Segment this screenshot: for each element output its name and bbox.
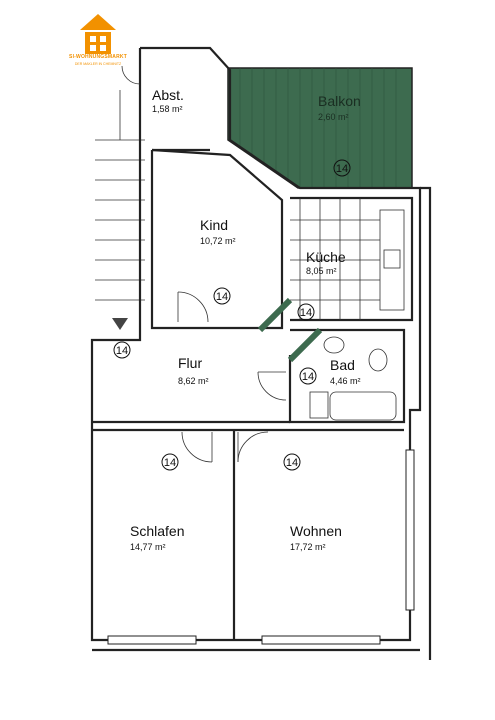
svg-text:14: 14	[336, 163, 348, 175]
svg-text:Balkon: Balkon	[318, 93, 361, 109]
room-schlafen: Schlafen 14,77 m²	[130, 523, 184, 552]
svg-text:4,46 m²: 4,46 m²	[330, 376, 361, 386]
svg-text:Küche: Küche	[306, 249, 346, 265]
room-wohnen: Wohnen 17,72 m²	[290, 523, 342, 552]
room-kind: Kind 10,72 m²	[200, 217, 236, 246]
outer-wall	[90, 46, 422, 642]
ceiling-marker-wohnen: 14	[283, 453, 301, 471]
svg-text:14: 14	[302, 371, 314, 383]
logo-brand-text: SI-WOHNUNGSMARKT	[69, 54, 127, 60]
room-balkon: Balkon 2,60 m²	[318, 93, 361, 122]
bathroom-fixtures	[309, 336, 397, 421]
svg-text:Schlafen: Schlafen	[130, 523, 184, 539]
svg-text:14: 14	[300, 307, 312, 319]
svg-text:Bad: Bad	[330, 357, 355, 373]
ceiling-marker-flur: 14	[113, 341, 131, 359]
room-abst: Abst. 1,58 m²	[152, 87, 184, 114]
svg-text:8,62 m²: 8,62 m²	[178, 376, 209, 386]
room-kueche: Küche 8,05 m²	[306, 249, 346, 276]
ceiling-marker-kind: 14	[213, 287, 231, 305]
kueche-wall	[290, 196, 414, 322]
svg-text:17,72 m²: 17,72 m²	[290, 542, 326, 552]
svg-text:Wohnen: Wohnen	[290, 523, 342, 539]
stairwell	[95, 90, 145, 301]
svg-text:Abst.: Abst.	[152, 87, 184, 103]
house-logo-icon	[80, 14, 116, 54]
kind-wall	[150, 148, 284, 330]
svg-text:14: 14	[164, 457, 176, 469]
company-logo: SI-WOHNUNGSMARKT DER MAKLER IN CHEMNITZ	[66, 12, 130, 68]
ceiling-marker-balkon: 14	[333, 159, 351, 177]
svg-text:2,60 m²: 2,60 m²	[318, 112, 349, 122]
ceiling-marker-bad: 14	[299, 367, 317, 385]
entry-arrow-icon	[112, 318, 128, 330]
kitchen-tiles	[290, 198, 405, 320]
doors	[121, 65, 287, 463]
balcony-area	[227, 67, 413, 189]
svg-text:8,05 m²: 8,05 m²	[306, 266, 337, 276]
svg-text:14: 14	[216, 291, 228, 303]
svg-text:10,72 m²: 10,72 m²	[200, 236, 236, 246]
bad-wall	[288, 328, 406, 424]
ceiling-markers: 14 14 14 14 14 14 14	[113, 159, 351, 471]
svg-text:Flur: Flur	[178, 355, 202, 371]
ceiling-marker-schlafen: 14	[161, 453, 179, 471]
room-flur: Flur 8,62 m²	[178, 355, 209, 386]
svg-text:14: 14	[286, 457, 298, 469]
svg-text:14: 14	[116, 345, 128, 357]
right-outer-wall	[420, 186, 432, 660]
room-bad: Bad 4,46 m²	[330, 357, 361, 386]
svg-text:14,77 m²: 14,77 m²	[130, 542, 166, 552]
logo-tagline-text: DER MAKLER IN CHEMNITZ	[74, 62, 122, 66]
svg-text:1,58 m²: 1,58 m²	[152, 104, 183, 114]
svg-text:Kind: Kind	[200, 217, 228, 233]
windows	[107, 449, 415, 645]
ceiling-marker-kueche: 14	[297, 303, 315, 321]
